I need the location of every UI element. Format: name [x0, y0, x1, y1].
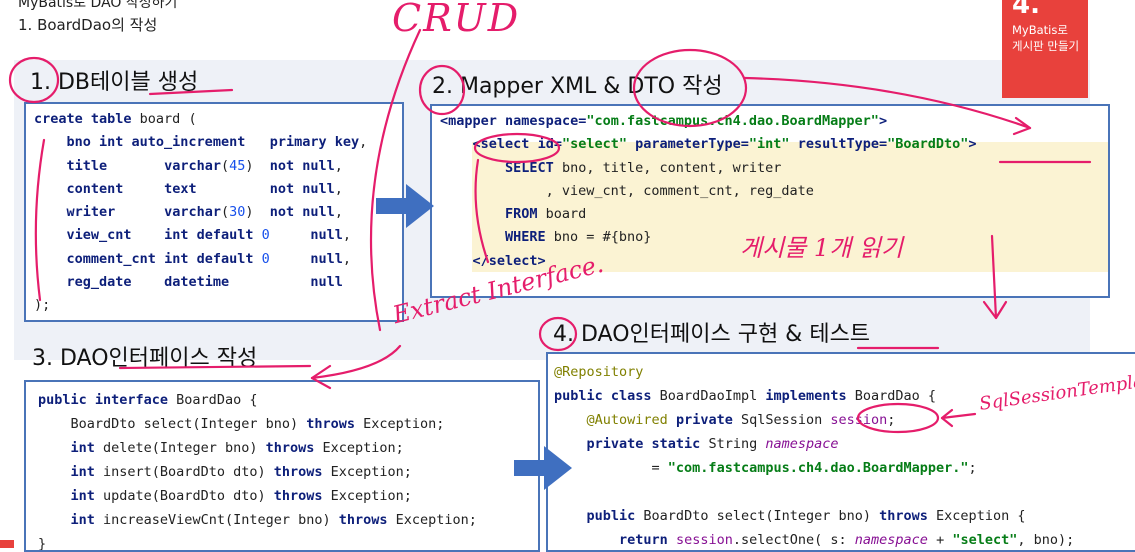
dao-impl-code-box: @Repository public class BoardDaoImpl im…: [546, 352, 1135, 552]
badge-number: 4.: [1012, 0, 1040, 20]
badge-line-2: 게시판 만들기: [1012, 39, 1080, 53]
section-2-title: 2. Mapper XML & DTO 작성: [432, 74, 723, 99]
badge-line-1: MyBatis로: [1012, 23, 1068, 37]
progress-marker: [0, 540, 14, 548]
arrow-right-1-icon: [376, 184, 434, 228]
mapper-xml-code: <mapper namespace="com.fastcampus.ch4.da…: [440, 113, 977, 269]
section-4-title: 4. DAO인터페이스 구현 & 테스트: [553, 322, 871, 347]
page-title: MyBatis로 DAO 작성하기: [18, 0, 178, 11]
arrow-right-2-icon: [514, 446, 572, 490]
create-table-code: create table board ( bno int auto_increm…: [34, 111, 368, 314]
annotation-crud: CRUD: [392, 0, 521, 40]
dao-interface-code: public interface BoardDao { BoardDto sel…: [38, 392, 477, 552]
dao-impl-code: @Repository public class BoardDaoImpl im…: [554, 364, 1075, 548]
chapter-badge: 4. MyBatis로 게시판 만들기: [1002, 0, 1088, 98]
page-subtitle: 1. BoardDao의 작성: [18, 16, 158, 34]
select-highlight: [472, 142, 1108, 272]
create-table-code-box: create table board ( bno int auto_increm…: [24, 102, 404, 322]
dao-interface-code-box: public interface BoardDao { BoardDto sel…: [24, 380, 540, 552]
annotation-read-one: 게시물 1개 읽기: [740, 234, 904, 262]
